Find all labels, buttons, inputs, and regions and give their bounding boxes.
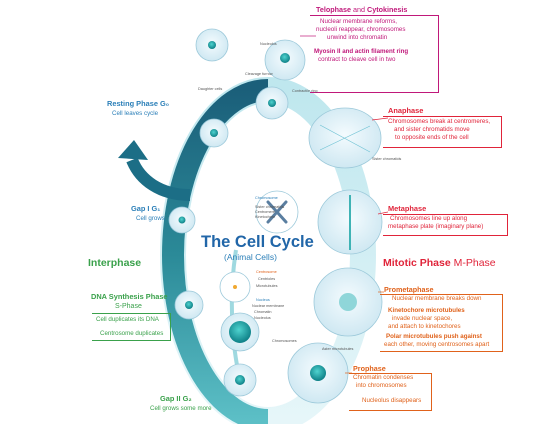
dna-sub1: Cell duplicates its DNA [96, 316, 159, 323]
prometaphase-line3: invade nuclear space, [392, 315, 453, 322]
g0-arrow-head [118, 140, 148, 160]
prophase-line3: Nucleolus disappears [362, 397, 422, 404]
telophase-head2: Cytokinesis [367, 5, 408, 14]
label-sister2: Sister chromatids [255, 205, 285, 209]
cells-group [168, 28, 383, 404]
nucleus-detail-core [229, 321, 251, 343]
label-chromosomes: Chromosomes [272, 339, 297, 343]
telophase-nucleus-2 [268, 99, 276, 107]
gap1-sub: Cell grows [136, 215, 165, 222]
label-daughter: Daughter cells [198, 87, 223, 91]
resting-sub: Cell leaves cycle [112, 110, 159, 117]
telophase-line4: Myosin II and actin filament ring [314, 48, 409, 55]
telophase-line3: unwind into chromatin [327, 34, 388, 41]
diagram-title: The Cell Cycle [201, 233, 314, 251]
label-aster: Aster microtubules [322, 347, 354, 351]
anaphase-line3: to opposite ends of the cell [395, 134, 469, 141]
prophase-line1: Chromatin condenses [353, 374, 414, 381]
prophase-nucleus [310, 365, 326, 381]
resting-nucleus [210, 129, 218, 137]
label-microtubules: Microtubules [256, 284, 278, 288]
anaphase-line1: Chromosomes break at centromeres, [388, 118, 491, 125]
prophase-box [349, 373, 432, 411]
telophase-and: and [353, 5, 366, 14]
label-cleavage: Cleavage furrow [245, 72, 273, 76]
metaphase-line1: Chromosomes line up along [390, 215, 468, 222]
telophase-box [310, 15, 439, 93]
prometaphase-box [380, 294, 503, 352]
label-chromatin: Chromatin [254, 310, 272, 314]
metaphase-head: Metaphase [388, 204, 427, 213]
label-nucmem: Nuclear membrane [252, 304, 285, 308]
gap2-head: Gap II G₂ [160, 394, 192, 403]
telophase-line1: Nuclear membrane reforms, [320, 18, 398, 25]
label-nucleolus: Nucleolus [260, 42, 277, 46]
centrosome-core [233, 285, 237, 289]
prometaphase-line1: Nuclear membrane breaks down [392, 295, 482, 302]
telophase-line5: contract to cleave cell in two [318, 56, 396, 63]
metaphase-box [383, 214, 508, 236]
anaphase-spindle [319, 124, 371, 153]
prometaphase-line2: Kinetochore microtubules [388, 307, 465, 314]
anaphase-line2: and sister chromatids move [394, 126, 470, 133]
prometaphase-line4: and attach to kinetochores [388, 323, 461, 330]
metaphase-line2: metaphase plate (imaginary plane) [388, 223, 484, 230]
dna-sub2: Centrosome duplicates [100, 330, 164, 337]
cycle-ring-interphase [162, 79, 269, 424]
diagram-subtitle: (Animal Cells) [224, 252, 277, 262]
gap2-sub: Cell grows some more [150, 405, 212, 412]
prophase-head: Prophase [353, 364, 386, 373]
label-chromosome: Chromosome [255, 196, 278, 200]
telophase-nucleus [280, 53, 290, 63]
daughter-nucleus [208, 41, 216, 49]
chromosome-shape [266, 200, 288, 224]
mitotic-phase-label: Mitotic Phase M-Phase [383, 257, 496, 269]
dna-head2: S-Phase [115, 303, 142, 310]
prometaphase-line5: Polar microtubules push against [386, 333, 482, 340]
g0-exit-arrow [126, 157, 191, 201]
prophase-line2: into chromosomes [356, 382, 407, 389]
prometaphase-head: Prometaphase [384, 285, 434, 294]
label-contractile: Contractile ring [292, 89, 318, 93]
gap2-nucleus [235, 375, 245, 385]
label-nucleolus2: Nucleolus [254, 316, 271, 320]
label-centrosome: Centrosome [256, 270, 277, 274]
gap1-head: Gap I G₁ [131, 204, 161, 213]
resting-head: Resting Phase G₀ [107, 99, 170, 108]
anaphase-spindle [319, 125, 371, 151]
s-phase-nucleus [185, 301, 193, 309]
telophase-line2: nucleoli reappear, chromosomes [316, 26, 406, 33]
label-kinetochore: Kinetochore [255, 215, 276, 219]
label-centromere: Centromere [255, 210, 276, 214]
label-centrioles: Centrioles [258, 277, 276, 281]
label-sister: Sister chromatids [372, 157, 402, 161]
mitotic-rest: M-Phase [453, 257, 496, 269]
telophase-head1: Telophase [316, 5, 352, 14]
dna-head: DNA Synthesis Phase [91, 292, 168, 301]
label-nucleus: Nucleus [256, 298, 270, 302]
telophase-head: Telophase and Cytokinesis [316, 5, 408, 14]
g1-nucleus [178, 216, 186, 224]
prometaphase-line6: each other, moving centrosomes apart [384, 341, 490, 348]
mitotic-bold: Mitotic Phase [383, 257, 451, 269]
anaphase-head: Anaphase [388, 106, 424, 115]
anaphase-box [383, 116, 502, 148]
dna-box [92, 313, 171, 341]
interphase-label: Interphase [88, 257, 142, 269]
prometaphase-nucleus [339, 293, 357, 311]
